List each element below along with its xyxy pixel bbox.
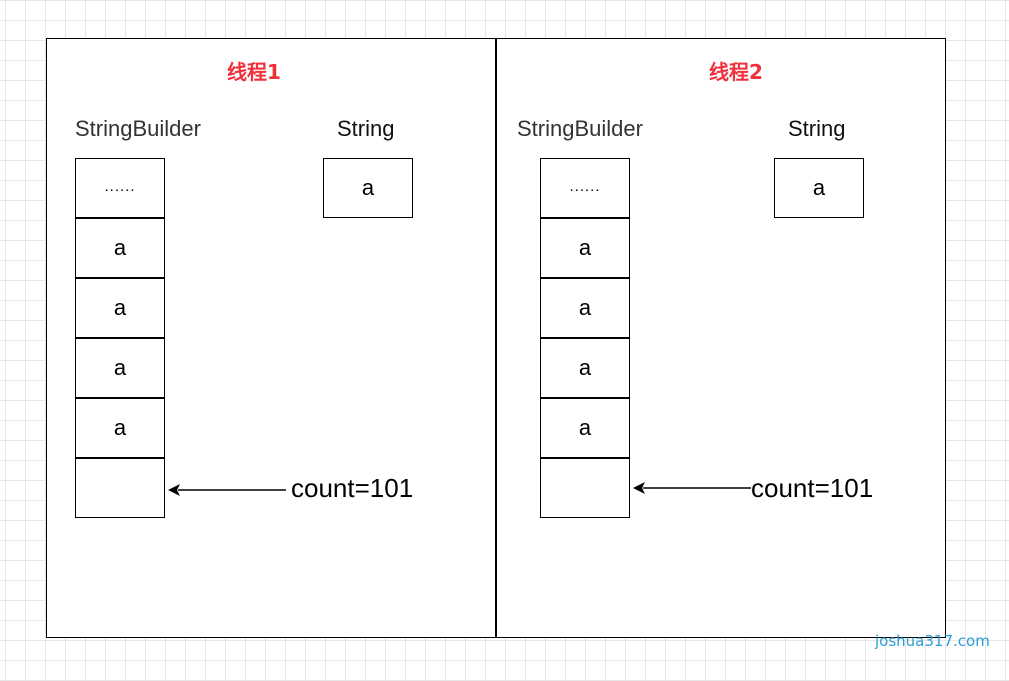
thread-2-count-label: count=101 bbox=[751, 473, 874, 503]
thread-2-sb-cell: a bbox=[540, 338, 630, 398]
thread-2-sb-cell: ...... bbox=[540, 158, 630, 218]
thread-2-sb-cell: a bbox=[540, 278, 630, 338]
thread-2-string-cell: a bbox=[774, 158, 864, 218]
thread-2-string-label: String bbox=[788, 116, 846, 141]
thread-1-count-arrow bbox=[168, 484, 286, 496]
thread-1-sb-cell: a bbox=[75, 338, 165, 398]
thread-1-sb-cell: a bbox=[75, 278, 165, 338]
thread-divider bbox=[495, 38, 497, 638]
thread-1-count-label: count=101 bbox=[291, 473, 414, 503]
thread-1-string-cell: a bbox=[323, 158, 413, 218]
thread-1-sb-empty-cell bbox=[75, 458, 165, 518]
thread-2-title: 线程2 bbox=[709, 60, 763, 84]
thread-1-title: 线程1 bbox=[227, 60, 281, 84]
thread-2-sb-cell: a bbox=[540, 218, 630, 278]
thread-2-sb-cell: a bbox=[540, 398, 630, 458]
thread-1-stringbuilder-label: StringBuilder bbox=[75, 116, 201, 141]
watermark: joshua317.com bbox=[875, 632, 990, 650]
thread-1-sb-cell: a bbox=[75, 398, 165, 458]
thread-1-sb-cell: ...... bbox=[75, 158, 165, 218]
thread-1-sb-cell: a bbox=[75, 218, 165, 278]
thread-2-stringbuilder-label: StringBuilder bbox=[517, 116, 643, 141]
thread-1-string-label: String bbox=[337, 116, 395, 141]
thread-2-sb-empty-cell bbox=[540, 458, 630, 518]
thread-2-count-arrow bbox=[633, 482, 751, 494]
